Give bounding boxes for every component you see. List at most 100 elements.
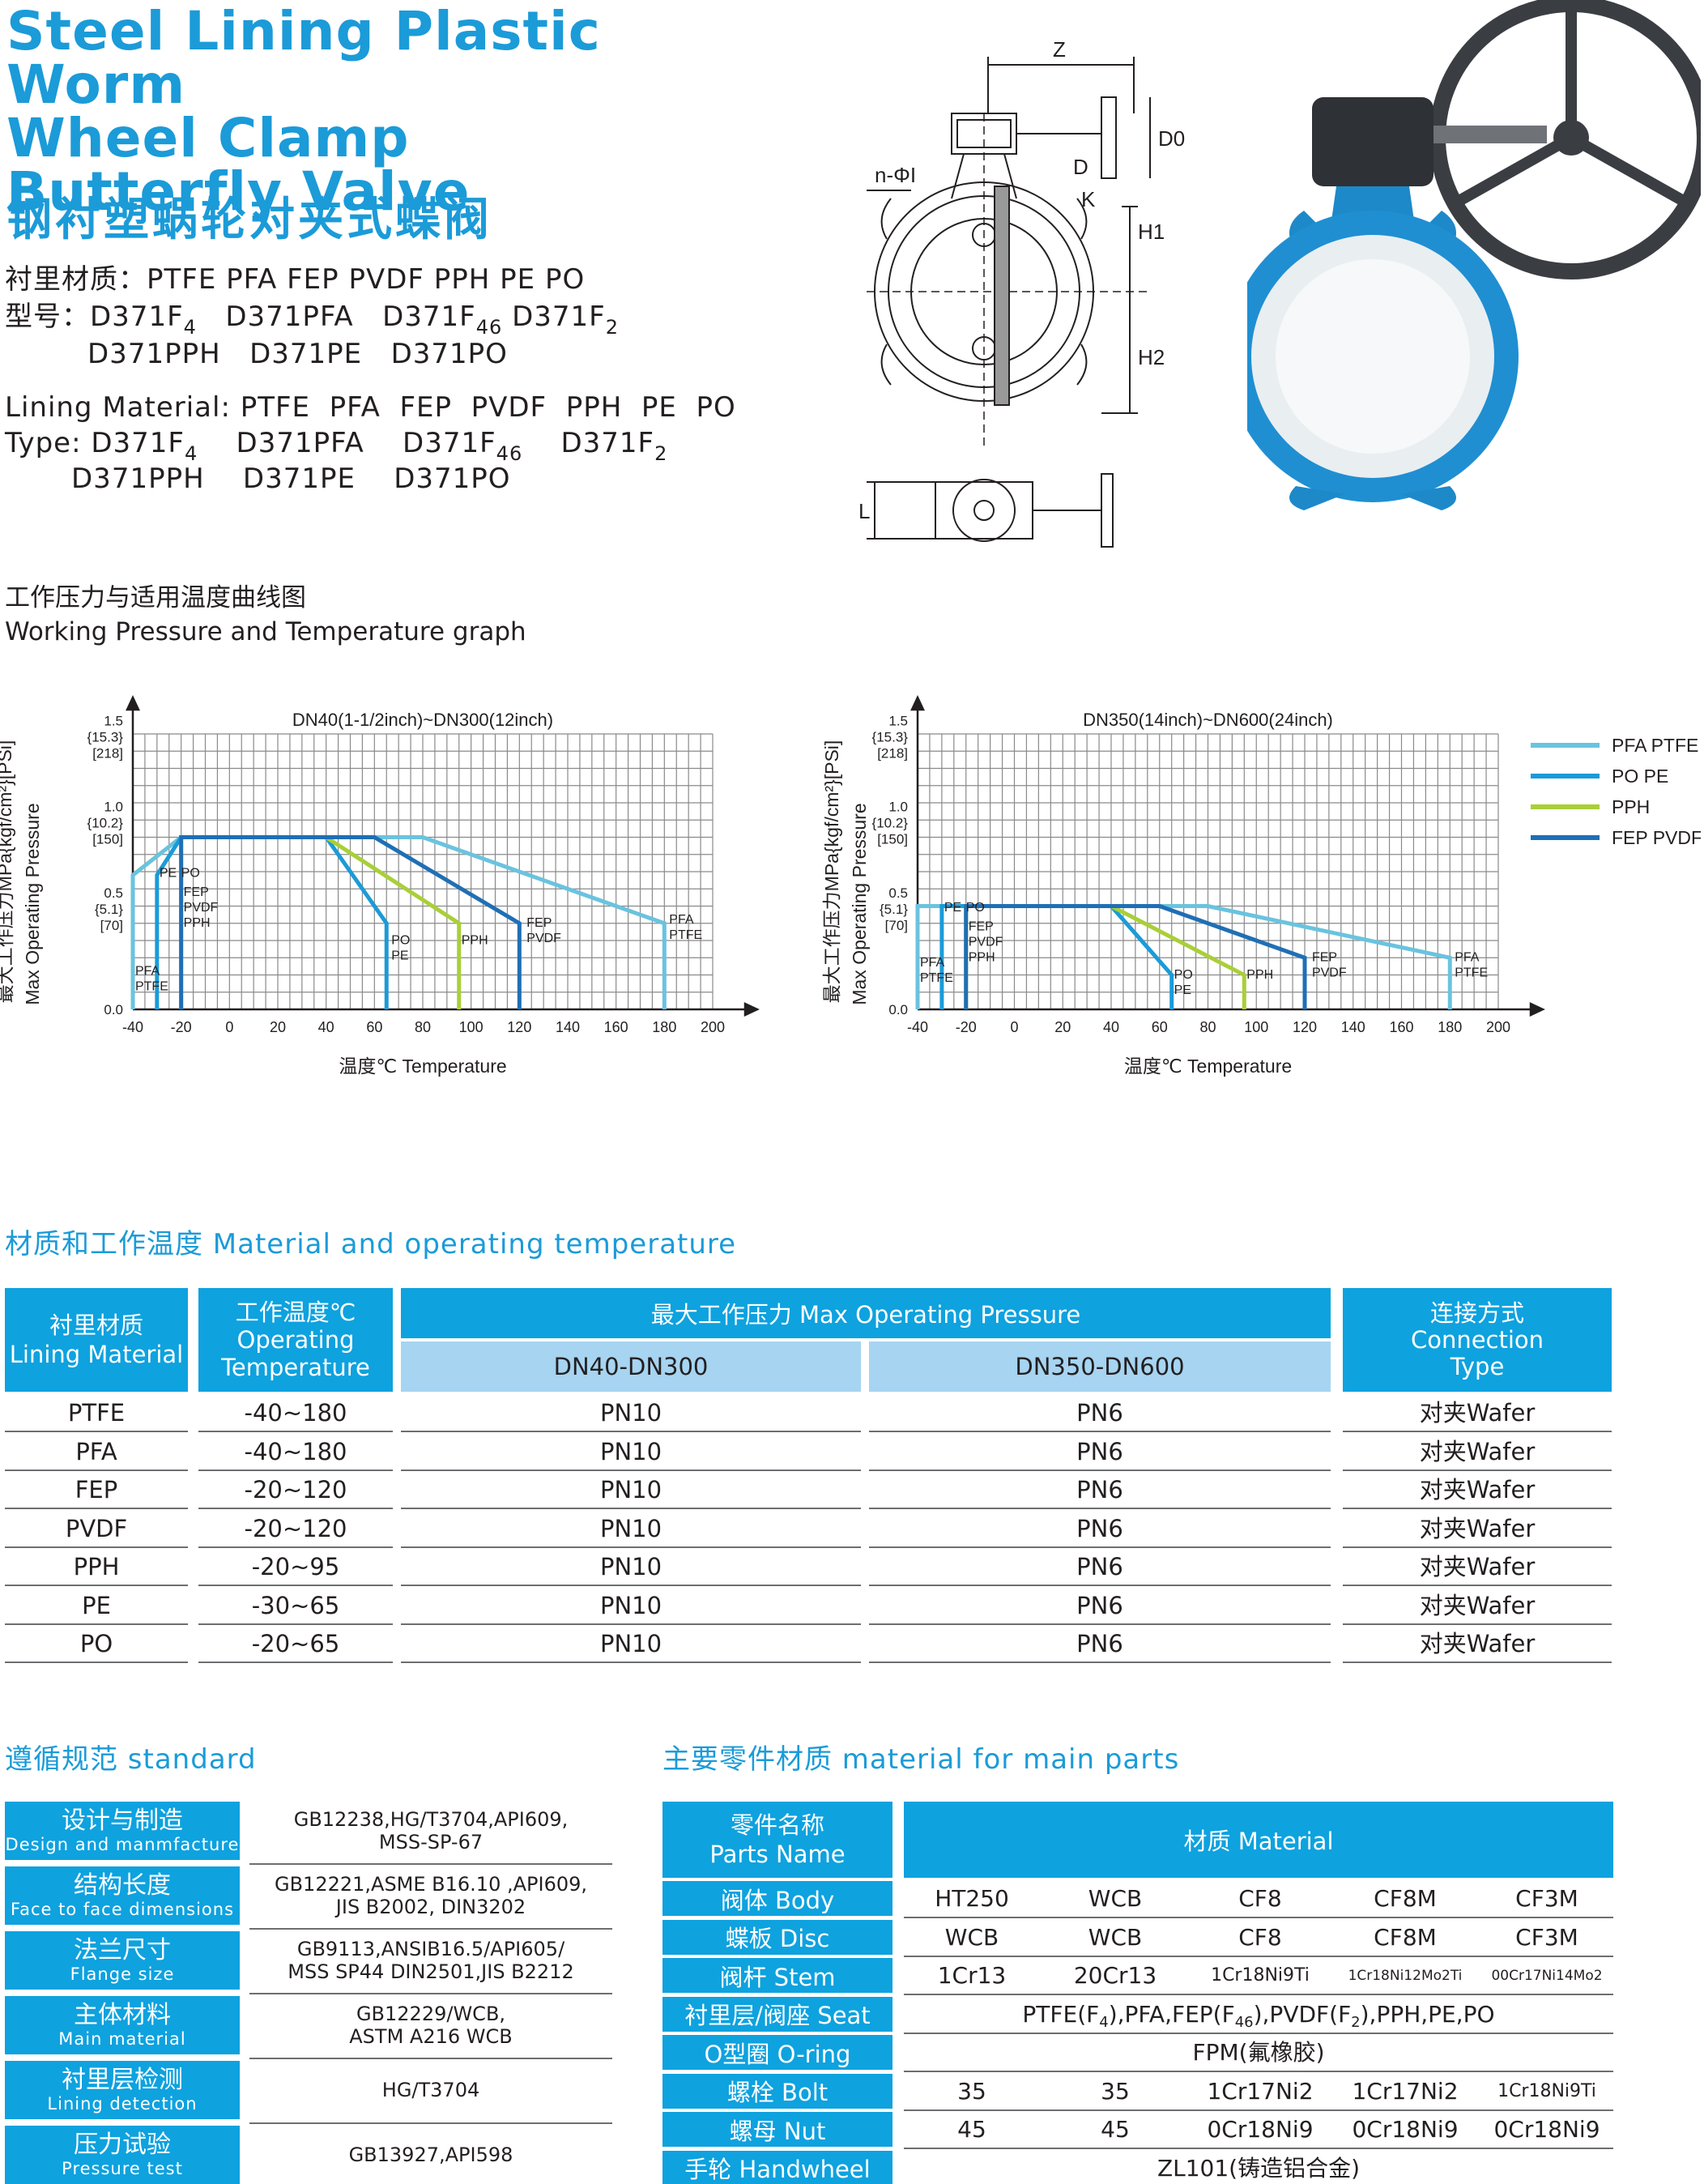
standard-row-value: GB12238,HG/T3704,API609,MSS-SP-67 xyxy=(249,1802,612,1860)
y-tick-label: {15.3} xyxy=(872,729,909,744)
cell-dn-small: PN10 xyxy=(599,1476,662,1504)
cell-dn-small: PN10 xyxy=(599,1591,662,1619)
row-divider xyxy=(198,1508,393,1509)
series-annotation: PO xyxy=(1174,968,1193,982)
row-divider xyxy=(401,1661,861,1663)
head-temp-en1: Operating xyxy=(236,1326,355,1354)
cell-connection: 对夹Wafer xyxy=(1419,1437,1536,1465)
parts-row-label: 螺母 Nut xyxy=(662,2112,892,2147)
cell-dn-small: PN10 xyxy=(599,1399,662,1427)
x-axis-label: 温度℃ Temperature xyxy=(1124,1056,1292,1077)
cell-temp: -20~120 xyxy=(244,1476,347,1504)
lining-material-zh: 衬里材质：PTFE PFA FEP PVDF PPH PE PO xyxy=(5,263,586,296)
model-sub: 46 xyxy=(475,316,503,339)
row-divider xyxy=(904,2071,1613,2072)
cell-temp: -20~120 xyxy=(244,1514,347,1542)
dim-l-label: L xyxy=(858,499,870,523)
series-line xyxy=(964,904,1307,1009)
parts-cell: CF8M xyxy=(1374,1885,1437,1912)
head-temp-zh: 工作温度℃ xyxy=(235,1299,356,1326)
row-divider xyxy=(5,1508,188,1509)
model: D371PE xyxy=(249,338,363,370)
cell-temp: -30~65 xyxy=(251,1591,340,1619)
dim-k-label: K xyxy=(1081,187,1096,211)
x-tick-label: 160 xyxy=(604,1019,628,1035)
row-divider xyxy=(401,1431,861,1432)
chart-title: DN40(1-1/2inch)~DN300(12inch) xyxy=(292,710,553,730)
cell-lining: PFA xyxy=(75,1437,117,1465)
row-divider xyxy=(904,2148,1613,2149)
parts-cell: 1Cr17Ni2 xyxy=(1352,2077,1459,2105)
seat-text: ),PVDF(F xyxy=(1253,2000,1352,2028)
seat-text: PTFE(F xyxy=(1022,2000,1100,2028)
standard-value-line: GB13927,API598 xyxy=(348,2143,513,2166)
cell-dn-small: PN10 xyxy=(599,1514,662,1542)
standard-value-line: MSS SP44 DIN2501,JIS B2212 xyxy=(288,1960,574,1983)
row-divider xyxy=(869,1431,1331,1432)
row-divider xyxy=(198,1585,393,1586)
row-divider xyxy=(869,1661,1331,1663)
standard-value-line: JIS B2002, DIN3202 xyxy=(335,1896,526,1918)
y-axis-label-zh: 最大工作压力MPa{kgf/cm²}[PSi] xyxy=(0,740,15,1004)
y-tick-label: 1.5 xyxy=(104,713,123,728)
series-annotation: PFA xyxy=(669,913,694,927)
series-annotation: PFA xyxy=(135,965,160,979)
x-tick-label: 80 xyxy=(1199,1019,1216,1035)
model: D371F xyxy=(90,301,184,333)
series-annotation: PVDF xyxy=(526,932,561,945)
cell-connection: 对夹Wafer xyxy=(1419,1553,1536,1580)
parts-cell: 0Cr18Ni9 xyxy=(1352,2116,1459,2143)
standard-row-value: GB12229/WCB,ASTM A216 WCB xyxy=(249,1996,612,2054)
parts-row-label: 蝶板 Disc xyxy=(662,1919,892,1955)
cell-connection: 对夹Wafer xyxy=(1419,1591,1536,1619)
parts-cell: HT250 xyxy=(935,1885,1009,1912)
series-line xyxy=(179,835,522,1009)
cell-temp: -20~95 xyxy=(251,1553,340,1580)
series-annotation: PTFE xyxy=(920,971,953,985)
type-label-en: Type: xyxy=(5,427,92,459)
series-annotation: PTFE xyxy=(1455,966,1488,980)
x-tick-label: 80 xyxy=(415,1019,431,1035)
row-divider xyxy=(249,1993,612,1994)
parts-cell: 0Cr18Ni9 xyxy=(1493,2116,1600,2143)
type-label-zh: 型号： xyxy=(5,301,90,333)
type-list-zh-2: D371PPH D371PE D371PO xyxy=(87,335,508,373)
cell-lining: PE xyxy=(82,1591,111,1619)
parts-cell: 0Cr18Ni9 xyxy=(1207,2116,1314,2143)
model-sub: 2 xyxy=(605,316,619,339)
x-tick-label: 20 xyxy=(1054,1019,1071,1035)
standard-value-line: GB12229/WCB, xyxy=(356,2003,506,2025)
row-divider xyxy=(198,1469,393,1471)
cell-lining: PO xyxy=(79,1630,113,1657)
standard-label-en: Face to face dimensions xyxy=(10,1900,235,1919)
x-tick-label: -20 xyxy=(956,1019,977,1035)
standard-value-line: GB12238,HG/T3704,API609, xyxy=(293,1808,569,1831)
head-dn-large: DN350-DN600 xyxy=(869,1342,1331,1392)
x-tick-label: 100 xyxy=(1244,1019,1268,1035)
y-tick-label: [150] xyxy=(92,832,123,847)
head-max-pressure: 最大工作压力 Max Operating Pressure xyxy=(401,1288,1331,1338)
series-annotation: PVDF xyxy=(1312,966,1347,980)
product-image xyxy=(1247,0,1701,510)
row-divider xyxy=(249,1863,612,1865)
y-tick-label: 0.5 xyxy=(888,885,908,901)
y-tick-label: {5.1} xyxy=(95,902,123,917)
model: D371PE xyxy=(242,463,356,495)
standard-value-line: ASTM A216 WCB xyxy=(349,2025,513,2048)
cell-dn-large: PN6 xyxy=(1076,1630,1123,1657)
x-tick-label: 140 xyxy=(1341,1019,1365,1035)
head-conn-en1: Connection xyxy=(1410,1325,1544,1354)
y-tick-label: [218] xyxy=(877,745,908,761)
standard-row-value: GB13927,API598 xyxy=(249,2126,612,2184)
standard-value-line: GB9113,ANSIB16.5/API605/ xyxy=(296,1938,565,1960)
dim-h1-label: H1 xyxy=(1138,220,1165,244)
legend-label: PPH xyxy=(1612,796,1650,817)
head-connection-type: 连接方式 Connection Type xyxy=(1343,1288,1612,1392)
parts-cell: CF8 xyxy=(1238,1885,1282,1912)
head-conn-en2: Type xyxy=(1450,1352,1505,1380)
series-annotation: PE xyxy=(160,866,177,880)
title-line-2: Wheel Clamp xyxy=(6,107,410,169)
standard-section-title: 遵循规范 standard xyxy=(5,1743,257,1776)
